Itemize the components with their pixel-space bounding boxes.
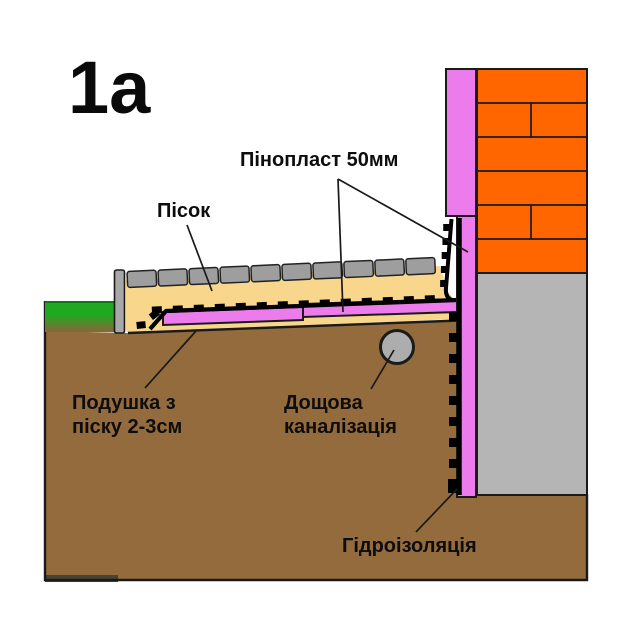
membrane-tooth bbox=[148, 308, 161, 320]
membrane-tooth bbox=[256, 301, 267, 310]
label-sand: Пісок bbox=[157, 200, 211, 222]
membrane-tooth bbox=[298, 300, 309, 308]
label-drain-line1: Дощова bbox=[284, 392, 364, 414]
membrane-tooth bbox=[382, 296, 393, 305]
foam-wall-upper bbox=[445, 68, 477, 217]
membrane-tooth bbox=[442, 238, 450, 245]
membrane-tooth bbox=[449, 333, 458, 342]
membrane-tooth bbox=[449, 375, 458, 384]
membrane-tooth bbox=[448, 479, 459, 493]
membrane-tooth bbox=[136, 321, 146, 329]
membrane-tooth bbox=[449, 354, 458, 363]
membrane-tooth bbox=[440, 266, 448, 273]
membrane-tooth bbox=[440, 280, 448, 287]
membrane-tooth bbox=[424, 295, 435, 303]
membrane-tooth bbox=[441, 252, 449, 259]
leader-sand bbox=[186, 224, 213, 292]
membrane-teeth-slope bbox=[440, 224, 451, 287]
paver-row bbox=[126, 256, 437, 289]
leader-drain bbox=[370, 349, 395, 390]
grass-strip bbox=[45, 301, 117, 332]
paver-block bbox=[374, 258, 406, 277]
membrane-tooth bbox=[403, 295, 414, 304]
label-cushion-line1: Подушка з bbox=[72, 392, 176, 414]
membrane-teeth-top bbox=[136, 295, 435, 329]
waterproofing-teeth bbox=[448, 312, 459, 493]
curb-block bbox=[113, 269, 126, 334]
label-waterproofing: Гідроізоляція bbox=[342, 535, 477, 557]
soil-outline bbox=[43, 301, 589, 582]
paver-block bbox=[219, 265, 251, 284]
membrane-tooth bbox=[449, 438, 458, 447]
membrane-tooth bbox=[449, 459, 458, 468]
membrane-tooth bbox=[361, 297, 372, 306]
paver-block bbox=[157, 268, 189, 287]
leader-foam-left bbox=[337, 178, 344, 313]
paver-block bbox=[126, 269, 158, 289]
paver-block bbox=[250, 263, 282, 283]
label-cushion-line2: піску 2-3см bbox=[72, 416, 182, 438]
rain-drain-pipe bbox=[379, 329, 415, 365]
membrane-tooth bbox=[277, 301, 288, 309]
paver-block bbox=[281, 262, 313, 282]
membrane-horizontal bbox=[148, 297, 458, 331]
soil-ground bbox=[45, 321, 587, 580]
label-drain-line2: каналізація bbox=[284, 416, 397, 438]
membrane-tooth bbox=[214, 303, 225, 312]
membrane-tooth bbox=[443, 224, 451, 231]
membrane-tooth bbox=[319, 299, 330, 307]
leader-cushion bbox=[144, 330, 197, 389]
membrane-tooth bbox=[193, 304, 204, 312]
soil-shadow-strip bbox=[45, 575, 118, 582]
paver-block bbox=[312, 261, 344, 280]
leader-foam-right bbox=[337, 178, 469, 253]
label-foam: Пінопласт 50мм bbox=[240, 149, 398, 171]
sand-cushion-bottom-line bbox=[127, 319, 461, 335]
membrane-tooth bbox=[172, 305, 183, 313]
membrane-tooth bbox=[235, 302, 246, 311]
foundation-wall bbox=[476, 272, 588, 496]
brick-joint bbox=[477, 102, 587, 240]
paver-block bbox=[343, 259, 375, 279]
figure-label: 1а bbox=[68, 46, 151, 129]
membrane-tooth bbox=[449, 417, 458, 426]
paver-block bbox=[405, 256, 437, 276]
leader-waterproofing bbox=[415, 488, 458, 533]
brick-wall bbox=[476, 68, 588, 274]
membrane-wall-slope bbox=[443, 218, 454, 303]
membrane-tooth bbox=[449, 312, 458, 321]
membrane-tooth bbox=[449, 396, 458, 405]
